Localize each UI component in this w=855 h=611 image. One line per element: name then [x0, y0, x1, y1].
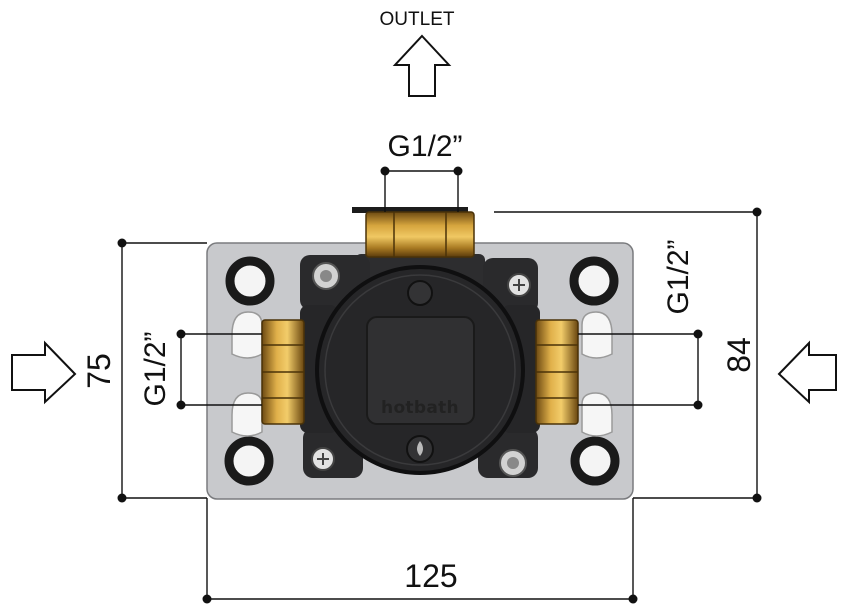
total-height-label: 84: [721, 337, 757, 373]
right-inlet-fitting: [535, 319, 579, 425]
mounting-hole-top-right: [569, 256, 619, 306]
valve-cartridge: hotbath: [315, 265, 525, 475]
left-thread-label: G1/2”: [139, 331, 172, 406]
plate-width-label: 125: [404, 558, 457, 594]
top-thread-label: G1/2”: [387, 130, 462, 163]
plate-height-label: 75: [81, 353, 117, 389]
mounting-hole-bottom-right: [570, 436, 620, 486]
brand-logo: hotbath: [381, 398, 459, 418]
mounting-hole-bottom-left: [224, 436, 274, 486]
outlet-label: OUTLET: [380, 9, 455, 30]
mounting-hole-top-left: [225, 256, 275, 306]
screw-icon: [499, 449, 527, 477]
arrow-left-icon: [777, 340, 837, 405]
arrow-up-icon: [392, 34, 452, 97]
top-outlet-fitting: [352, 207, 475, 258]
screw-icon: [311, 447, 335, 471]
arrow-right-icon: [11, 340, 77, 405]
dimension-endpoints: [117, 166, 762, 604]
dimension-lines: [121, 170, 758, 600]
screw-icon: [312, 262, 340, 290]
mounting-slots: [231, 311, 613, 437]
left-inlet-fitting: [261, 319, 305, 425]
screw-icon: [507, 273, 531, 297]
right-thread-label: G1/2”: [662, 239, 695, 314]
drop-icon: [406, 435, 434, 463]
